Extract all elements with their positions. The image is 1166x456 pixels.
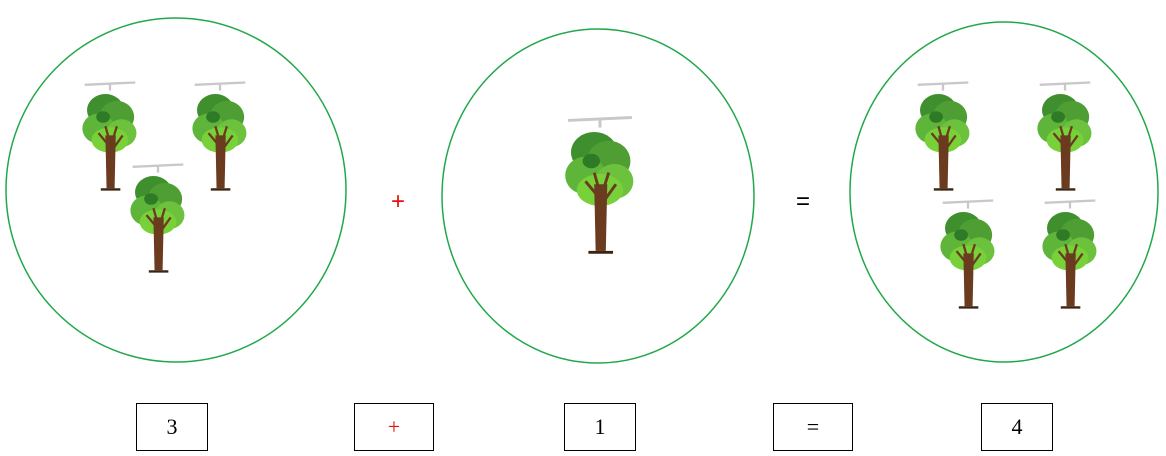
tree-icon: [915, 83, 969, 190]
sum-value: 4: [1012, 414, 1023, 440]
tree-icon: [1037, 83, 1091, 190]
first-addend-box: 3: [136, 403, 208, 451]
plus-box: +: [354, 403, 434, 451]
middle-group: [442, 29, 754, 363]
tree-icon: [565, 118, 633, 253]
tree-icon: [82, 83, 136, 190]
tree-icon: [1042, 201, 1096, 308]
second-addend-box: 1: [564, 403, 636, 451]
tree-icon: [940, 201, 994, 308]
first-addend-value: 3: [167, 414, 178, 440]
equals-sign: =: [796, 190, 810, 214]
equals-box: =: [773, 403, 853, 451]
left-group: [6, 18, 346, 362]
group-circle: [850, 22, 1158, 362]
plus-sign: +: [391, 190, 405, 214]
tree-icon: [192, 83, 246, 190]
right-group: [850, 22, 1158, 362]
plus-box-symbol: +: [388, 414, 400, 440]
sum-box: 4: [981, 403, 1053, 451]
equals-box-symbol: =: [807, 414, 819, 440]
tree-icon: [130, 165, 184, 272]
picture-equation: [0, 0, 1166, 380]
second-addend-value: 1: [595, 414, 606, 440]
